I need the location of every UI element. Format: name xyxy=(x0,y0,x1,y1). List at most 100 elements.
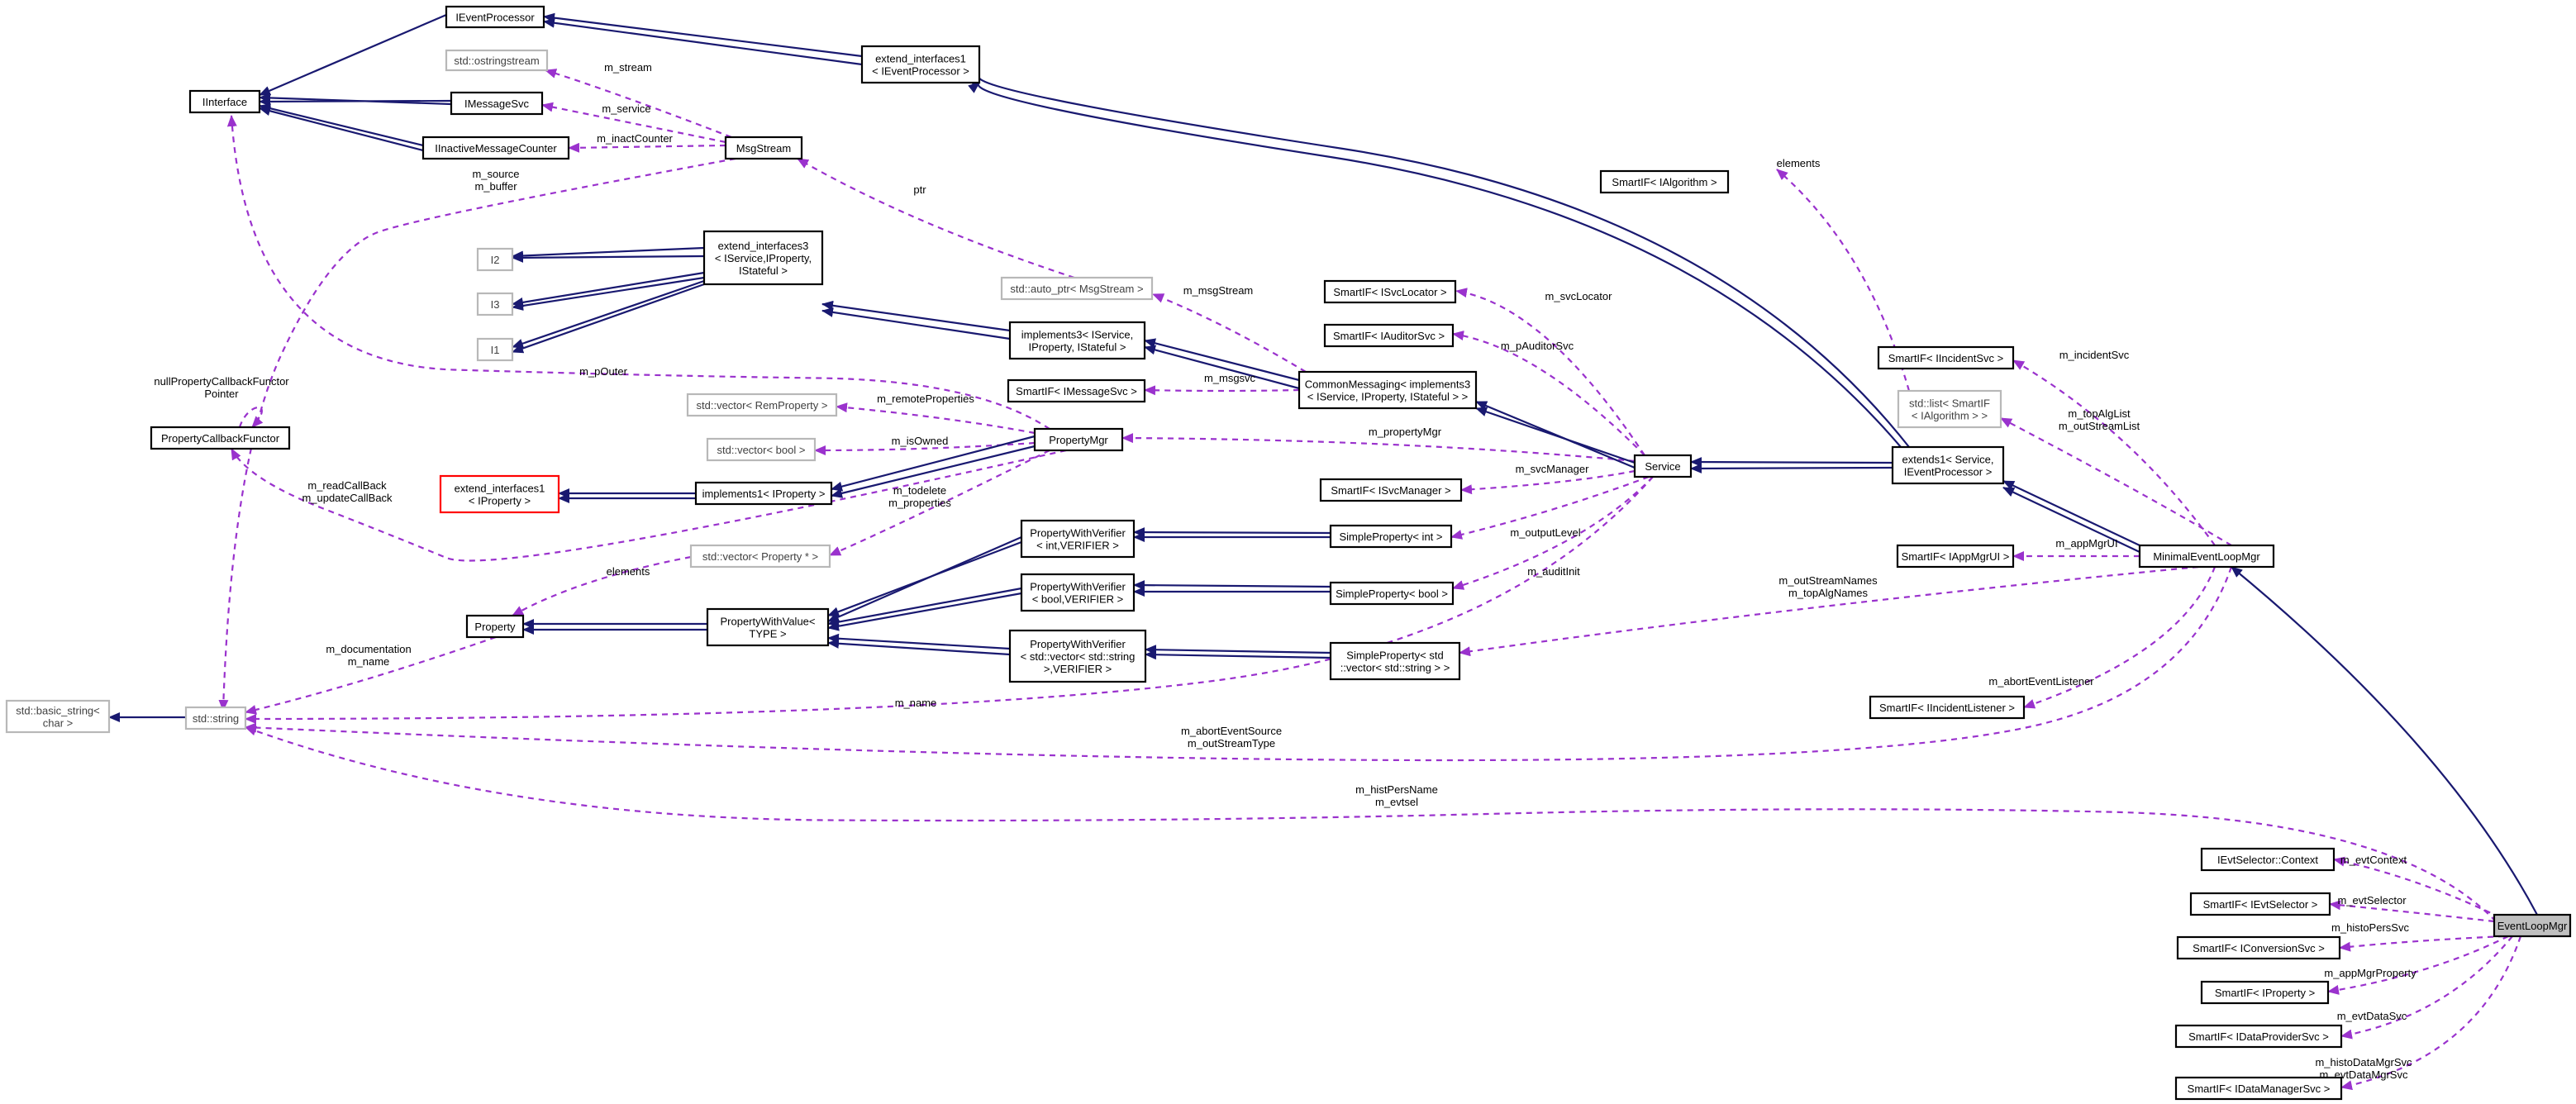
class-node-smartif-idatamanagersvc[interactable]: SmartIF< IDataManagerSvc > xyxy=(2174,1076,2343,1101)
class-node-box[interactable] xyxy=(2176,935,2341,960)
class-node-box[interactable] xyxy=(1323,279,1457,304)
class-node-smartif-iincidentsvc[interactable]: SmartIF< IIncidentSvc > xyxy=(1877,345,2015,370)
class-node-box[interactable] xyxy=(476,292,514,316)
class-node-box[interactable] xyxy=(706,607,830,647)
class-node-smartif-iconversionsvc[interactable]: SmartIF< IConversionSvc > xyxy=(2176,935,2341,960)
class-node-box[interactable] xyxy=(1633,454,1693,478)
class-node-box[interactable] xyxy=(2200,847,2336,872)
class-node-box[interactable] xyxy=(450,91,544,116)
class-node-smartif-isvcmanager[interactable]: SmartIF< ISvcManager > xyxy=(1319,478,1463,502)
class-node-std-string[interactable]: std::string xyxy=(184,706,247,730)
class-node-i1[interactable]: I1 xyxy=(476,337,514,362)
class-node-box[interactable] xyxy=(702,230,824,286)
class-node-smartif-ievtselector[interactable]: SmartIF< IEvtSelector > xyxy=(2189,892,2331,916)
class-node-eventloopmgr[interactable]: EventLoopMgr xyxy=(2493,913,2572,938)
class-node-box[interactable] xyxy=(1329,581,1455,606)
class-node-box[interactable] xyxy=(465,614,525,639)
class-node-pwv-bool[interactable]: PropertyWithVerifier< bool,VERIFIER > xyxy=(1020,573,1136,612)
class-node-propertycallbackfunctor[interactable]: PropertyCallbackFunctor xyxy=(150,426,291,450)
class-node-smartif-iauditorsvc[interactable]: SmartIF< IAuditorSvc > xyxy=(1323,323,1455,348)
class-node-commonmessaging[interactable]: CommonMessaging< implements3< IService, … xyxy=(1298,370,1478,410)
class-node-vector-property-ptr[interactable]: std::vector< Property * > xyxy=(689,544,831,569)
class-node-box[interactable] xyxy=(689,544,831,569)
class-node-box[interactable] xyxy=(1323,323,1455,348)
class-node-box[interactable] xyxy=(1000,276,1154,301)
class-node-box[interactable] xyxy=(445,5,545,29)
class-node-smartif-idataprovidersvc[interactable]: SmartIF< IDataProviderSvc > xyxy=(2174,1024,2343,1049)
class-node-box[interactable] xyxy=(150,426,291,450)
class-node-box[interactable] xyxy=(1008,321,1146,360)
class-node-box[interactable] xyxy=(1599,169,1730,194)
class-node-box[interactable] xyxy=(706,437,817,462)
class-node-minimaleventloopmgr[interactable]: MinimalEventLoopMgr xyxy=(2138,544,2275,569)
class-node-simpleproperty-vecstr[interactable]: SimpleProperty< std::vector< std::string… xyxy=(1329,641,1461,681)
class-node-box[interactable] xyxy=(476,337,514,362)
class-node-smartif-iappmgrui[interactable]: SmartIF< IAppMgrUI > xyxy=(1896,544,2015,569)
class-node-list-smartif-ialgorithm[interactable]: std::list< SmartIF< IAlgorithm > > xyxy=(1897,389,2002,429)
class-node-i3[interactable]: I3 xyxy=(476,292,514,316)
class-node-implements3[interactable]: implements3< IService,IProperty, IStatef… xyxy=(1008,321,1146,360)
class-node-box[interactable] xyxy=(2174,1076,2343,1101)
class-node-smartif-iincidentlistener[interactable]: SmartIF< IIncidentListener > xyxy=(1869,695,2026,720)
class-node-smartif-iproperty[interactable]: SmartIF< IProperty > xyxy=(2200,980,2330,1005)
class-node-box[interactable] xyxy=(1329,641,1461,681)
class-node-box[interactable] xyxy=(1298,370,1478,410)
class-node-box[interactable] xyxy=(445,49,549,72)
class-node-ieventprocessor[interactable]: IEventProcessor xyxy=(445,5,545,29)
class-node-ostringstream[interactable]: std::ostringstream xyxy=(445,49,549,72)
class-node-auto-ptr-msgstream[interactable]: std::auto_ptr< MsgStream > xyxy=(1000,276,1154,301)
class-node-box[interactable] xyxy=(2200,980,2330,1005)
class-node-implements1-iproperty[interactable]: implements1< IProperty > xyxy=(694,481,833,506)
class-node-propertywithvalue[interactable]: PropertyWithValue<TYPE > xyxy=(706,607,830,647)
class-node-smartif-isvclocator[interactable]: SmartIF< ISvcLocator > xyxy=(1323,279,1457,304)
class-node-ievtselector-context[interactable]: IEvtSelector::Context xyxy=(2200,847,2336,872)
class-node-vector-bool[interactable]: std::vector< bool > xyxy=(706,437,817,462)
class-node-box[interactable] xyxy=(476,247,514,272)
class-node-pwv-int[interactable]: PropertyWithVerifier< int,VERIFIER > xyxy=(1020,519,1136,559)
class-node-imessagesvc[interactable]: IMessageSvc xyxy=(450,91,544,116)
class-node-simpleproperty-int[interactable]: SimpleProperty< int > xyxy=(1329,524,1453,549)
class-node-propertymgr[interactable]: PropertyMgr xyxy=(1033,427,1124,452)
class-node-extend-if1-ep[interactable]: extend_interfaces1< IEventProcessor > xyxy=(860,45,981,84)
class-node-box[interactable] xyxy=(188,89,261,114)
class-node-extends1-service[interactable]: extends1< Service,IEventProcessor > xyxy=(1891,445,2005,485)
class-node-box[interactable] xyxy=(694,481,833,506)
class-node-basic-string[interactable]: std::basic_string<char > xyxy=(5,699,111,734)
class-node-box[interactable] xyxy=(2174,1024,2343,1049)
class-node-property[interactable]: Property xyxy=(465,614,525,639)
class-node-box[interactable] xyxy=(1033,427,1124,452)
class-node-smartif-imessagesvc[interactable]: SmartIF< IMessageSvc > xyxy=(1007,378,1146,403)
class-node-service[interactable]: Service xyxy=(1633,454,1693,478)
class-node-box[interactable] xyxy=(1007,378,1146,403)
class-node-box[interactable] xyxy=(1319,478,1463,502)
class-node-i2[interactable]: I2 xyxy=(476,247,514,272)
class-node-extend-if3[interactable]: extend_interfaces3< IService,IProperty,I… xyxy=(702,230,824,286)
class-node-box[interactable] xyxy=(1020,519,1136,559)
class-node-box[interactable] xyxy=(1020,573,1136,612)
class-node-box[interactable] xyxy=(5,699,111,734)
class-node-box[interactable] xyxy=(1891,445,2005,485)
class-node-box[interactable] xyxy=(1329,524,1453,549)
class-node-box[interactable] xyxy=(1008,629,1147,683)
class-node-box[interactable] xyxy=(2189,892,2331,916)
class-node-box[interactable] xyxy=(724,136,803,160)
class-node-box[interactable] xyxy=(2493,913,2572,938)
class-node-pwv-vecstr[interactable]: PropertyWithVerifier< std::vector< std::… xyxy=(1008,629,1147,683)
class-node-smartif-ialgorithm[interactable]: SmartIF< IAlgorithm > xyxy=(1599,169,1730,194)
class-node-box[interactable] xyxy=(1869,695,2026,720)
class-node-box[interactable] xyxy=(1896,544,2015,569)
class-node-box[interactable] xyxy=(439,474,560,514)
class-node-box[interactable] xyxy=(2138,544,2275,569)
class-node-simpleproperty-bool[interactable]: SimpleProperty< bool > xyxy=(1329,581,1455,606)
class-node-iinactivemessagecounter[interactable]: IInactiveMessageCounter xyxy=(421,136,570,160)
class-node-msgstream[interactable]: MsgStream xyxy=(724,136,803,160)
class-node-box[interactable] xyxy=(1897,389,2002,429)
class-node-iinterface[interactable]: IInterface xyxy=(188,89,261,114)
class-node-box[interactable] xyxy=(860,45,981,84)
class-node-box[interactable] xyxy=(421,136,570,160)
class-node-box[interactable] xyxy=(686,393,838,417)
class-node-box[interactable] xyxy=(1877,345,2015,370)
class-node-vector-remproperty[interactable]: std::vector< RemProperty > xyxy=(686,393,838,417)
class-node-extend-if1-iproperty[interactable]: extend_interfaces1< IProperty > xyxy=(439,474,560,514)
class-node-box[interactable] xyxy=(184,706,247,730)
